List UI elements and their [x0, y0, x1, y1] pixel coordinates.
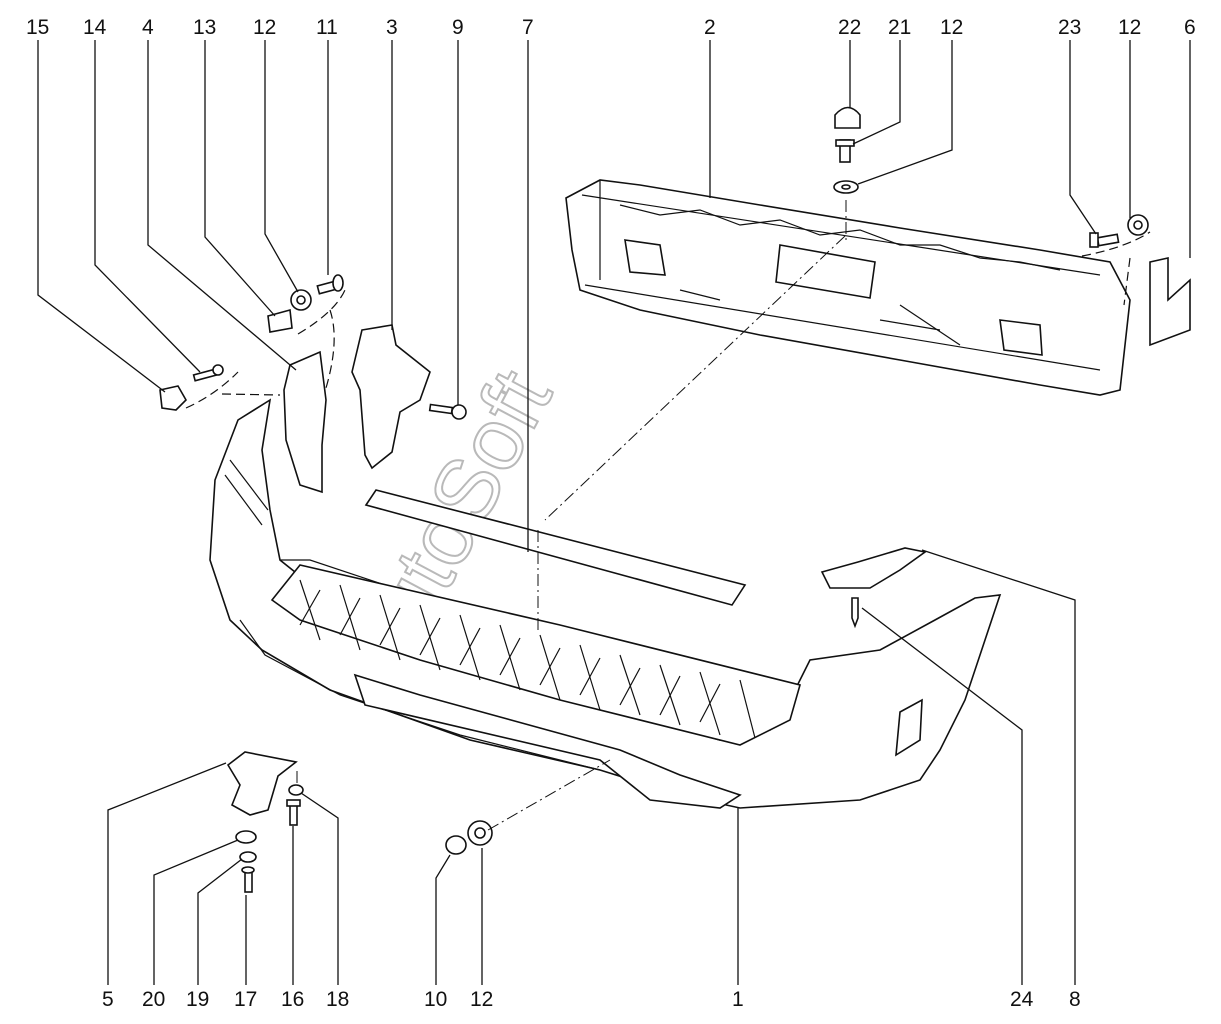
callout-19: 19 — [186, 988, 209, 1011]
callout-23: 23 — [1058, 16, 1081, 39]
callout-12-a: 12 — [253, 16, 276, 39]
part-18-nut — [288, 784, 304, 796]
part-13-clip — [267, 308, 293, 333]
callout-6: 6 — [1184, 16, 1196, 39]
callout-18: 18 — [326, 988, 349, 1011]
part-9-screw — [428, 403, 467, 420]
part-2-reinforcement-beam — [565, 179, 1131, 396]
part-24-pin — [851, 597, 859, 629]
callout-9: 9 — [452, 16, 464, 39]
part-12-nut-left — [290, 289, 312, 311]
callout-20: 20 — [142, 988, 165, 1011]
callout-2: 2 — [704, 16, 716, 39]
part-17-screw — [241, 866, 255, 893]
callout-22: 22 — [838, 16, 861, 39]
part-4-side-guide — [283, 350, 327, 494]
callout-3: 3 — [386, 16, 398, 39]
callout-12-d: 12 — [470, 988, 493, 1011]
parts-22-21-12-fasteners — [833, 106, 861, 194]
part-11-screw — [316, 274, 344, 295]
callout-12-c: 12 — [1118, 16, 1141, 39]
callout-11: 11 — [316, 16, 338, 39]
part-19-washer — [239, 851, 257, 863]
callout-21: 21 — [888, 16, 911, 39]
callout-12-b: 12 — [940, 16, 963, 39]
parts-23-12-fasteners — [1089, 214, 1149, 248]
callout-8: 8 — [1069, 988, 1081, 1011]
callout-16: 16 — [281, 988, 304, 1011]
callout-10: 10 — [424, 988, 447, 1011]
part-1-bumper-cover — [209, 398, 1002, 809]
assembly-lines — [185, 200, 1151, 831]
leader-lines — [37, 40, 1191, 985]
callout-4: 4 — [142, 16, 154, 39]
part-8-trim — [820, 547, 927, 589]
part-16-bolt — [286, 799, 301, 826]
callout-labels-bottom: 5 20 19 17 16 18 10 12 1 24 8 — [102, 988, 1081, 1011]
callout-13: 13 — [193, 16, 216, 39]
part-10-nut — [445, 835, 467, 855]
part-3-side-bracket — [351, 324, 431, 470]
callout-7: 7 — [522, 16, 534, 39]
callout-14: 14 — [83, 16, 107, 39]
part-14-screw — [192, 364, 224, 382]
part-20-washer — [235, 830, 257, 844]
part-5-bracket — [226, 751, 298, 816]
part-7-strip — [364, 489, 747, 606]
callout-5: 5 — [102, 988, 114, 1011]
part-15-clip — [159, 385, 187, 411]
callout-17: 17 — [234, 988, 257, 1011]
callout-24: 24 — [1010, 988, 1034, 1011]
callout-15: 15 — [26, 16, 49, 39]
callout-labels-top: 15 14 4 13 12 11 3 9 7 2 22 21 12 23 12 … — [26, 16, 1196, 39]
part-12-nut-bottom — [467, 820, 493, 846]
part-6-plate — [1149, 257, 1191, 347]
callout-1: 1 — [732, 988, 744, 1011]
